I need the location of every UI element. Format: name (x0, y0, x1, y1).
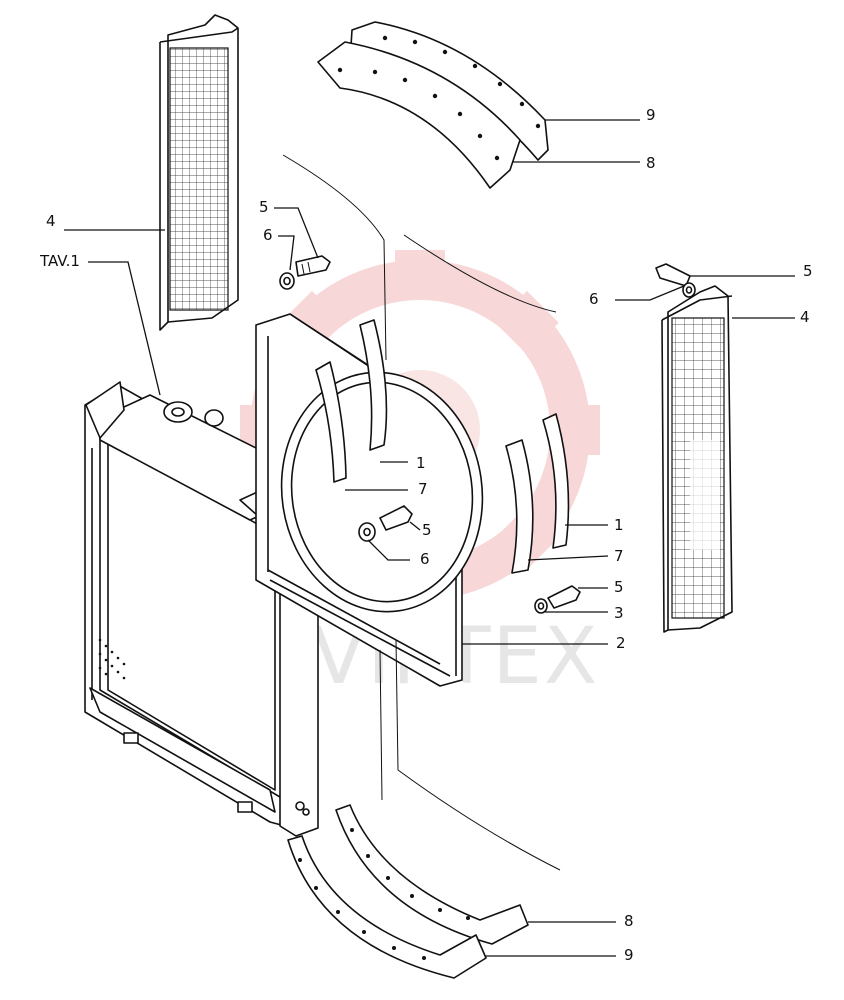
bolt-upper-left (295, 255, 331, 277)
callout-6-mid: 6 (420, 550, 430, 568)
bolt-lower (547, 585, 581, 609)
lower-shroud-segment-9 (287, 835, 487, 979)
callout-leaders (64, 119, 795, 957)
callout-tav: TAV.1 (39, 252, 80, 270)
callout-7-right: 7 (614, 547, 624, 565)
callout-9-bottom: 9 (624, 946, 634, 964)
washer-center (358, 522, 376, 542)
washer-lower (534, 598, 548, 614)
callout-6-right: 6 (589, 290, 599, 308)
assembly-guide-lines (282, 154, 561, 871)
callout-5-right: 5 (803, 262, 813, 280)
callout-5-low: 5 (614, 578, 624, 596)
inner-seal-strip-7 (315, 361, 347, 483)
upper-shroud-segment-8 (317, 41, 521, 189)
callout-8-bottom: 8 (624, 912, 634, 930)
radiator-assembly (84, 381, 319, 837)
outer-seal-strip-1 (542, 413, 570, 549)
bolt-center (379, 505, 413, 531)
washer-upper-right (682, 282, 696, 298)
callout-labels: 9 8 5 6 4 TAV.1 5 6 4 1 7 5 6 1 7 5 3 2 … (39, 106, 813, 964)
callout-1-right: 1 (614, 516, 624, 534)
callout-8-top: 8 (646, 154, 656, 172)
callout-9-top: 9 (646, 106, 656, 124)
callout-4-right: 4 (800, 308, 810, 326)
callout-7-mid: 7 (418, 480, 428, 498)
callout-3-low: 3 (614, 604, 624, 622)
lower-shroud-segment-8 (335, 804, 529, 945)
washer-upper-left (279, 272, 295, 290)
callout-4-left: 4 (46, 212, 56, 230)
callout-1-mid: 1 (416, 454, 426, 472)
callout-5-upleft: 5 (259, 198, 269, 216)
callout-6-upleft: 6 (263, 226, 273, 244)
callout-5-mid: 5 (422, 521, 432, 539)
left-grille-panel (159, 14, 239, 331)
inner-seal-strip-1 (359, 319, 388, 451)
bolt-upper-right (655, 263, 691, 287)
right-grille-panel (661, 285, 733, 633)
callout-2-low: 2 (616, 634, 626, 652)
outer-seal-strip-7 (505, 439, 534, 574)
